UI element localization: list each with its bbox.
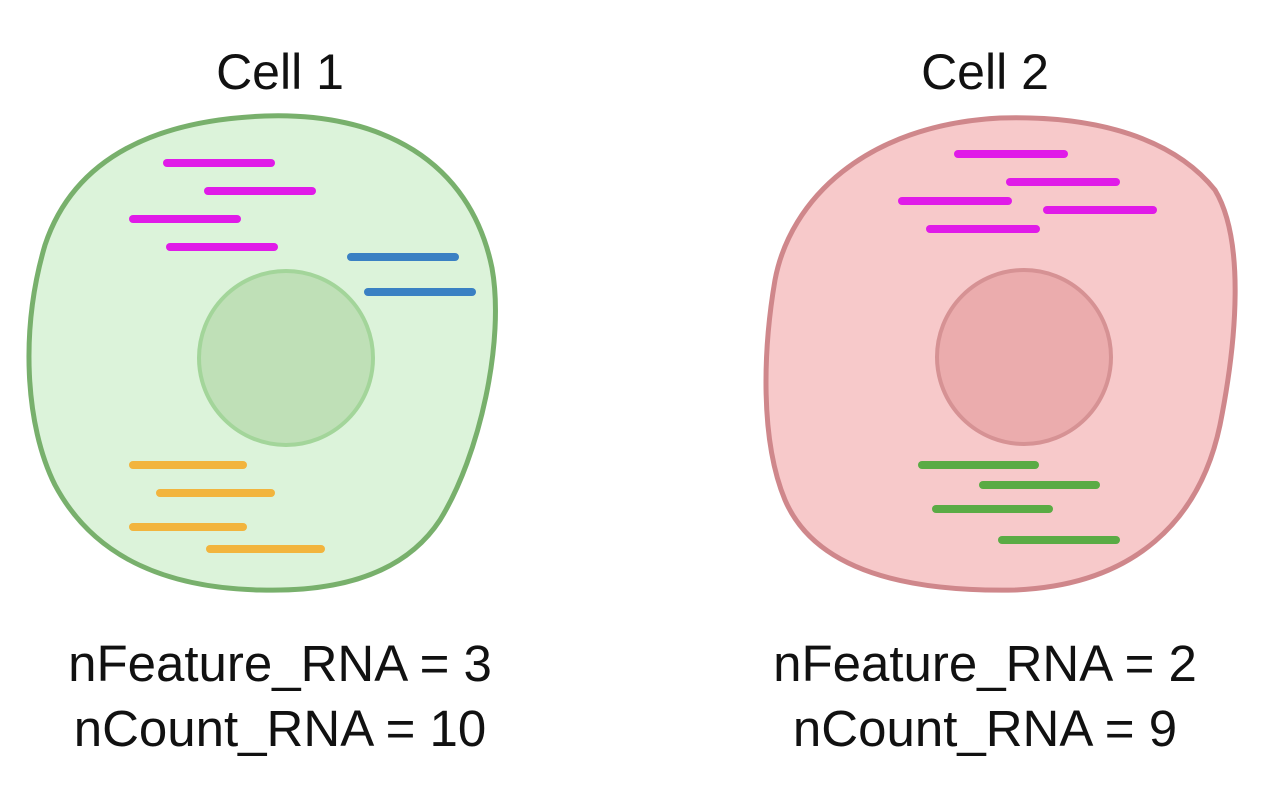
cell-2-ncount-rna: nCount_RNA = 9	[792, 700, 1178, 757]
cell-2-transcripts	[898, 150, 1157, 544]
cell-2-title: Cell 2	[921, 44, 1049, 100]
cell-1-transcripts	[129, 159, 476, 553]
cell-panel-1: Cell 1 nFeature_RNA = 3 nCount_RNA = 10	[0, 0, 560, 787]
cell-1-nucleus	[197, 269, 375, 447]
cell-1-diagram	[26, 113, 498, 593]
cell-1-ncount-rna: nCount_RNA = 10	[73, 700, 487, 757]
cell-2-nucleus	[935, 268, 1113, 446]
cell-2-nfeature-rna: nFeature_RNA = 2	[773, 635, 1197, 692]
cell-1-nfeature-rna: nFeature_RNA = 3	[68, 635, 492, 692]
cell-panel-2: Cell 2 nFeature_RNA = 2 nCount_RNA = 9	[705, 0, 1265, 787]
cell-2-diagram	[763, 115, 1238, 593]
cell-1-title: Cell 1	[216, 44, 344, 100]
